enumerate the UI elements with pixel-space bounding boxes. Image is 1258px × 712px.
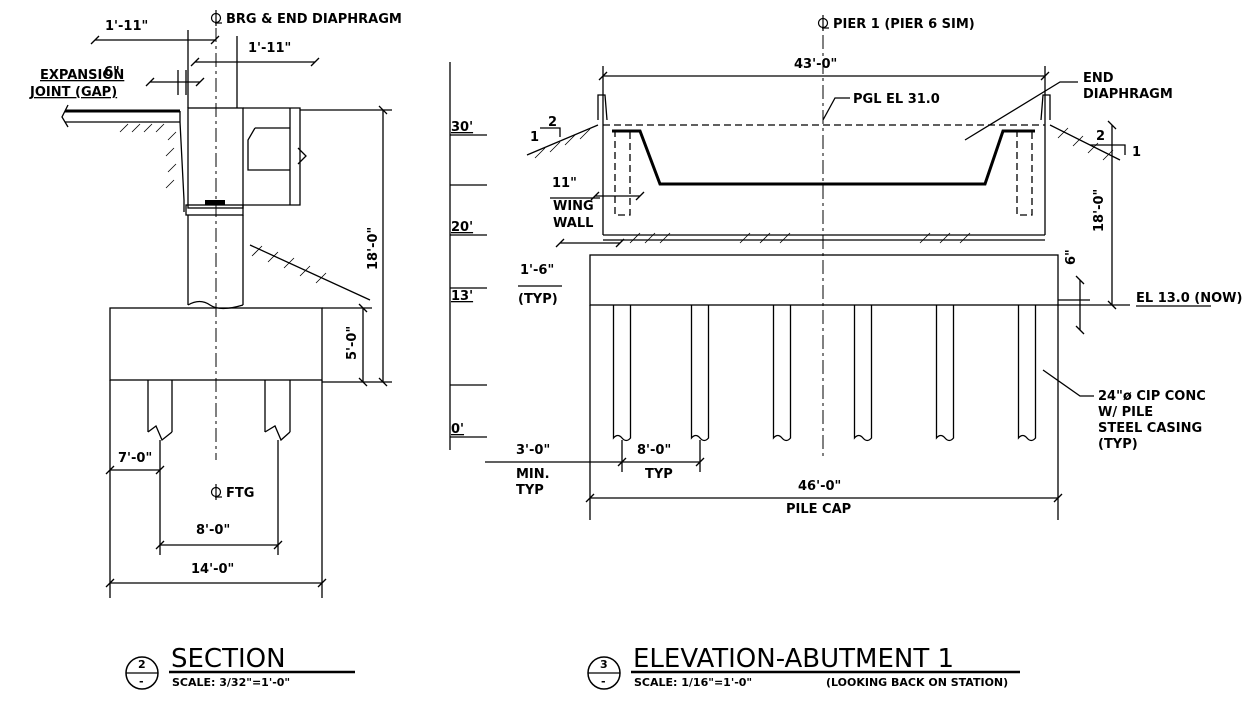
expansion-label-2: JOINT (GAP) <box>29 85 117 100</box>
end-diaphragm-1: END <box>1083 71 1114 86</box>
leader <box>822 97 850 121</box>
slope-symbol <box>1090 144 1126 155</box>
dim-top-left: 1'-11" <box>105 19 148 34</box>
footing <box>109 307 323 381</box>
section-title-block: 2 - SECTION SCALE: 3/32"=1'-0" <box>125 644 355 690</box>
earth-hatch <box>629 232 971 244</box>
slope-right-v: 1 <box>1132 145 1141 160</box>
backwall-edge <box>179 121 185 212</box>
elev-scale: SCALE: 1/16"=1'-0" <box>634 676 752 689</box>
pile <box>772 305 792 442</box>
dim-footing-depth: 5'-0" <box>345 326 360 360</box>
earth-hatch <box>251 245 327 284</box>
scale-tick-20: 20' <box>451 220 473 235</box>
expansion-label-1: EXPANSION <box>40 68 124 83</box>
dim-joint: 6" <box>104 65 120 80</box>
elev-sub: - <box>601 675 606 688</box>
wing-wall-1: WING <box>553 199 594 214</box>
parapet-left <box>597 94 608 121</box>
dim-edge-note-1: MIN. <box>516 467 550 482</box>
pile-cap-label: PILE CAP <box>786 502 851 517</box>
wing-wall-right <box>1016 130 1033 216</box>
parapet-right <box>1040 94 1051 121</box>
dim-height: 18'-0" <box>366 227 381 270</box>
slope-left <box>526 124 599 156</box>
front-slope <box>249 244 371 301</box>
pile-note-2: W/ PILE <box>1098 405 1153 420</box>
slope-left-h: 2 <box>548 115 557 130</box>
elevation-piles <box>612 305 1037 442</box>
section-sub: - <box>139 675 144 688</box>
diaphragm-outline <box>247 127 290 171</box>
elevation-title-block: 3 - ELEVATION-ABUTMENT 1 SCALE: 1/16"=1'… <box>587 644 1020 690</box>
dim-cap-offset: 6" <box>1064 249 1079 265</box>
dim-footing-width: 14'-0" <box>191 562 234 577</box>
dim-pile-spacing-note: TYP <box>645 467 673 482</box>
pile-note-4: (TYP) <box>1098 437 1138 452</box>
elev-dim-height: 18'-0" <box>1092 189 1107 232</box>
section-view: 1'-11" 1'-11" BRG & END DIAPHRAGM 6" EXP… <box>29 9 402 598</box>
pile <box>853 305 873 442</box>
wing-wall-left <box>614 130 631 216</box>
el-label: EL 13.0 (NOW) <box>1136 291 1242 306</box>
pile <box>1017 305 1037 442</box>
pile-note-1: 24"ø CIP CONC <box>1098 389 1206 404</box>
elevation-scale: 30' 20' 13' 0' <box>449 62 487 450</box>
slope-symbol <box>540 127 561 137</box>
leader <box>1042 369 1094 397</box>
pile <box>935 305 955 442</box>
dim-top-width: 43'-0" <box>794 57 837 72</box>
scale-tick-30: 30' <box>451 120 473 135</box>
dim-edge: 3'-0" <box>516 443 550 458</box>
channel-section <box>612 129 1035 186</box>
elev-title: ELEVATION-ABUTMENT 1 <box>633 644 954 674</box>
dim-side-typ: (TYP) <box>518 292 558 307</box>
elev-number: 3 <box>600 658 608 671</box>
slope-left-v: 1 <box>530 130 539 145</box>
girder <box>243 107 301 206</box>
dim-top-right: 1'-11" <box>248 41 291 56</box>
elevation-view: PIER 1 (PIER 6 SIM) 43'-0" PGL EL 31.0 E… <box>485 14 1242 520</box>
pile <box>612 305 632 442</box>
abutment-edges <box>602 125 1046 235</box>
dim-pile-spacing: 8'-0" <box>196 523 230 538</box>
slope-right <box>1049 124 1121 161</box>
earth-hatch <box>119 123 177 189</box>
break-line <box>297 147 307 165</box>
dim-cap-width: 46'-0" <box>798 479 841 494</box>
bearing-seat <box>185 204 244 216</box>
scale-tick-13: 13' <box>451 289 473 304</box>
section-piles <box>147 380 291 442</box>
cl-brg-label: BRG & END DIAPHRAGM <box>226 12 402 27</box>
dim-side: 1'-6" <box>520 263 554 278</box>
dim-pile-offset: 7'-0" <box>118 451 152 466</box>
centerline-icon <box>817 14 830 32</box>
section-title: SECTION <box>171 644 286 674</box>
centerline-icon <box>210 483 223 501</box>
centerline-icon <box>210 9 223 27</box>
elev-dim-pile-spacing: 8'-0" <box>637 443 671 458</box>
bearing-pad <box>205 200 225 205</box>
pile-note-3: STEEL CASING <box>1098 421 1202 436</box>
slope-right-h: 2 <box>1096 129 1105 144</box>
section-scale: SCALE: 3/32"=1'-0" <box>172 676 290 689</box>
elev-note: (LOOKING BACK ON STATION) <box>826 676 1008 689</box>
wing-wall-2: WALL <box>553 216 593 231</box>
break-line <box>61 104 69 128</box>
abutment-backwall <box>187 107 244 209</box>
pile <box>690 305 710 442</box>
section-number: 2 <box>138 658 146 671</box>
pile-cap <box>589 254 1059 306</box>
earth-hatch <box>534 128 591 159</box>
scale-tick-0: 0' <box>451 422 464 437</box>
leader <box>964 81 1078 141</box>
pgl-label: PGL EL 31.0 <box>853 92 940 107</box>
end-diaphragm-2: DIAPHRAGM <box>1083 87 1173 102</box>
dim-wing: 11" <box>552 176 577 191</box>
cl-pier-label: PIER 1 (PIER 6 SIM) <box>833 17 975 32</box>
cl-ftg-label: FTG <box>226 486 254 501</box>
dim-edge-note-2: TYP <box>516 483 544 498</box>
